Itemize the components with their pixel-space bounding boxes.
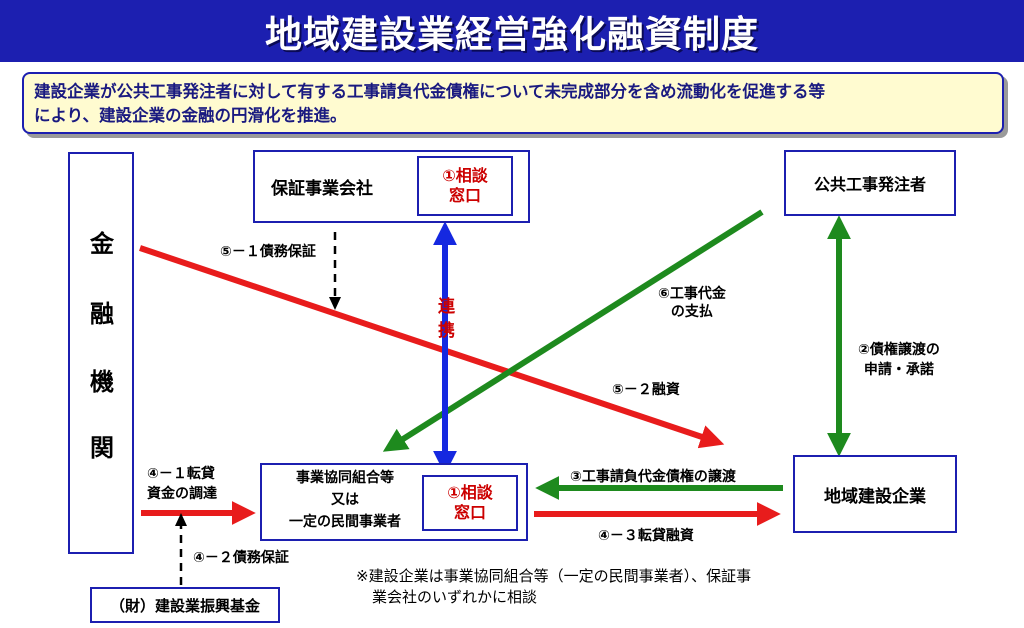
cooperative-consult-window: ①相談 窓口	[422, 475, 518, 531]
label-4-1-fund-raising: ④－１転貸 資金の調達	[147, 464, 217, 504]
note-line-2: 業会社のいずれかに相談	[372, 588, 538, 606]
foundation-label: （財）建設業振興基金	[109, 596, 260, 615]
financial-institution-char-4: 関	[90, 434, 114, 462]
label-cooperation-1: 連	[438, 297, 455, 317]
label-2-assignment: ②債権譲渡の 申請・承諾	[858, 340, 940, 380]
cooperative-window-num: ①相談	[447, 483, 493, 502]
title-bar: 地域建設業経営強化融資制度	[0, 0, 1024, 62]
guarantee-consult-window: ①相談 窓口	[417, 156, 513, 216]
summary-box: 建設企業が公共工事発注者に対して有する工事請負代金債権について未完成部分を含め流…	[22, 72, 1004, 134]
label-6-line-2: の支払	[670, 304, 713, 320]
summary-line-1: 建設企業が公共工事発注者に対して有する工事請負代金債権について未完成部分を含め流…	[34, 82, 826, 101]
label-2-line-1: ②債権譲渡の	[858, 342, 940, 358]
guarantee-company-label: 保証事業会社	[271, 179, 373, 199]
cooperative-box: 事業協同組合等 又は 一定の民間事業者 ①相談 窓口	[260, 463, 528, 541]
cooperative-window-label: 窓口	[453, 503, 486, 522]
regional-company-label: 地域建設企業	[824, 486, 926, 507]
public-client-label: 公共工事発注者	[813, 175, 926, 194]
financial-institution-char-2: 融	[90, 300, 114, 328]
note-line-1: ※建設企業は事業協同組合等（一定の民間事業者）、保証事	[356, 567, 752, 585]
label-2-line-2: 申請・承諾	[863, 362, 934, 378]
regional-company-box: 地域建設企業	[793, 455, 957, 533]
label-4-1-line-2: 資金の調達	[147, 486, 217, 502]
label-5-1-guarantee: ⑤－１債務保証	[220, 244, 316, 260]
cooperative-label-line-3: 一定の民間事業者	[289, 514, 401, 530]
label-cooperation-2: 携	[438, 321, 455, 341]
cooperative-label: 事業協同組合等 又は 一定の民間事業者	[270, 467, 420, 533]
guarantee-window-num: ①相談	[442, 166, 488, 185]
financial-institution-box: 金 融 機 関	[68, 152, 134, 554]
cooperative-label-line-1: 事業協同組合等	[296, 470, 394, 486]
label-4-2-guarantee: ④－２債務保証	[193, 550, 289, 566]
label-3-claim-transfer: ③工事請負代金債権の譲渡	[570, 469, 736, 485]
summary-line-2: により、建設企業の金融の円滑化を推進。	[34, 106, 347, 125]
label-6-payment: ⑥工事代金 の支払	[658, 285, 726, 321]
consultation-note: ※建設企業は事業協同組合等（一定の民間事業者）、保証事 業会社のいずれかに相談	[356, 566, 751, 608]
public-client-box: 公共工事発注者	[784, 150, 956, 216]
financial-institution-char-3: 機	[90, 368, 114, 396]
label-5-2-loan: ⑤－２融資	[612, 382, 680, 398]
arrow-5-2-loan	[139, 245, 725, 449]
page-title: 地域建設業経営強化融資制度	[265, 13, 759, 56]
guarantee-window-label: 窓口	[448, 186, 481, 205]
guarantee-company-box: 保証事業会社 ①相談 窓口	[253, 150, 530, 223]
financial-institution-char-1: 金	[90, 230, 114, 258]
foundation-box: （財）建設業振興基金	[90, 587, 280, 623]
label-6-line-1: ⑥工事代金	[658, 286, 726, 302]
cooperative-label-line-2: 又は	[331, 492, 359, 508]
label-4-3-sublending: ④－３転貸融資	[598, 528, 694, 544]
label-4-1-line-1: ④－１転貸	[147, 466, 215, 482]
